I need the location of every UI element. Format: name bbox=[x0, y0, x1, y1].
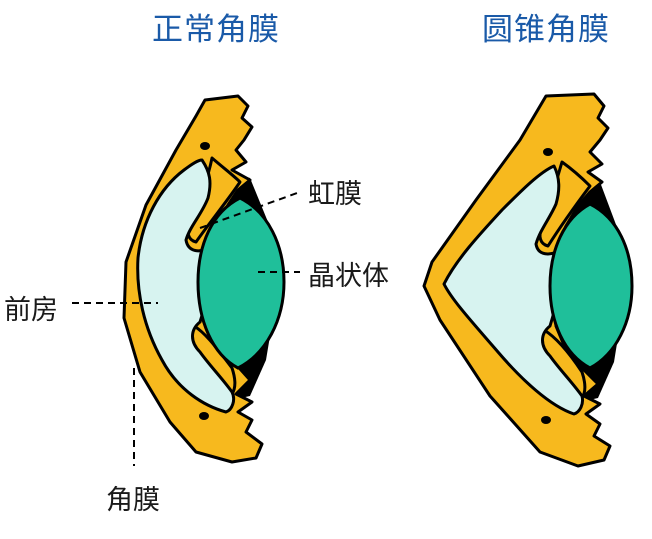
eye-normal-dot-upper bbox=[200, 142, 210, 150]
eye-keratoconus-anterior-chamber bbox=[442, 164, 584, 416]
eye-keratoconus-dot-upper bbox=[543, 148, 553, 156]
label-iris: 虹膜 bbox=[308, 179, 362, 210]
title-normal-cornea: 正常角膜 bbox=[152, 12, 280, 48]
label-lens: 晶状体 bbox=[308, 261, 389, 292]
eye-keratoconus bbox=[422, 92, 634, 468]
eye-normal bbox=[122, 94, 286, 464]
label-anterior-chamber: 前房 bbox=[4, 295, 58, 326]
leader-line-iris bbox=[199, 191, 301, 229]
eye-normal-lens bbox=[196, 196, 286, 370]
title-keratoconus: 圆锥角膜 bbox=[482, 12, 610, 48]
eye-keratoconus-lens bbox=[548, 202, 634, 370]
label-cornea: 角膜 bbox=[106, 485, 160, 516]
eye-keratoconus-dot-lower bbox=[541, 416, 551, 424]
eye-normal-dot-lower bbox=[199, 412, 209, 420]
eye-normal-anterior-chamber bbox=[136, 158, 236, 414]
